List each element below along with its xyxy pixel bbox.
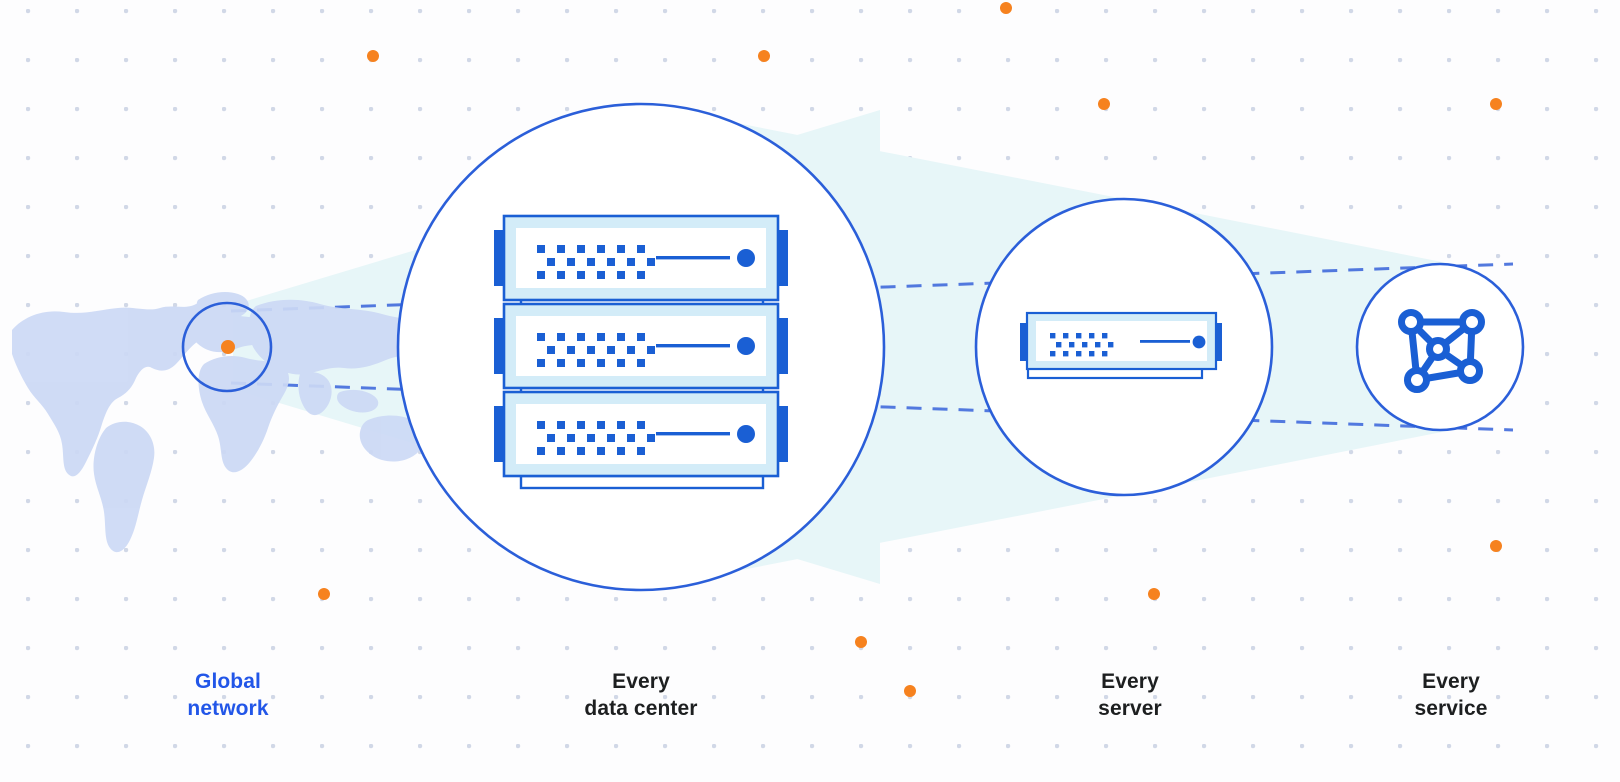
rack-unit-2: [492, 302, 790, 390]
single-server-frame: [1025, 311, 1218, 371]
node-center: [1426, 337, 1450, 361]
accent-dot: [758, 50, 770, 62]
circle-every-service: [1355, 262, 1525, 432]
accent-dot: [318, 588, 330, 600]
accent-dot: [1148, 588, 1160, 600]
label-every-server: Every server: [1098, 670, 1162, 720]
map-south-america: [93, 421, 155, 553]
map-asia: [248, 299, 440, 375]
single-server-tab-left: [1020, 323, 1033, 361]
rack-unit-1: [492, 214, 790, 302]
map-location-marker: [221, 340, 235, 354]
map-north-america: [12, 301, 233, 477]
map-africa: [198, 356, 289, 473]
single-server-lamp: [1192, 335, 1206, 349]
node-top-left: [1398, 309, 1424, 335]
dashed-guide-bottom: [230, 381, 1514, 432]
label-every-service: Every service: [1414, 670, 1488, 720]
service-mesh-edges: [1407, 318, 1476, 384]
label-global-network: Global network: [187, 670, 269, 720]
accent-dot: [904, 685, 916, 697]
rack-spacer-1: [519, 298, 765, 312]
single-server-tab-right: [1209, 323, 1222, 361]
rack-spacer-2: [519, 386, 765, 400]
accent-dot: [855, 636, 867, 648]
funnel-wedge-3: [1124, 199, 1452, 495]
rack-base: [519, 474, 765, 490]
single-server-line: [1140, 340, 1190, 343]
label-every-data-center: Every data center: [584, 670, 698, 720]
circle-every-data-center: [396, 102, 886, 592]
node-bottom-right: [1457, 358, 1483, 384]
map-alaska: [147, 309, 171, 325]
rack-unit-3: [492, 390, 790, 478]
dashed-guide-top: [230, 262, 1514, 313]
service-mesh-nodes: [1398, 309, 1485, 393]
accent-dot: [367, 50, 379, 62]
node-top-right: [1459, 309, 1485, 335]
accent-dot: [1490, 98, 1502, 110]
funnel-wedge-1: [233, 110, 880, 584]
accent-dot: [1098, 98, 1110, 110]
single-server-panel: [1036, 321, 1207, 361]
circle-every-server: [974, 197, 1274, 497]
map-southeast-asia: [337, 389, 379, 413]
map-japan: [422, 333, 441, 352]
map-greenland: [196, 292, 249, 321]
map-philippines: [442, 355, 457, 369]
funnel-wedge-2: [640, 104, 1124, 590]
accent-dot: [1000, 2, 1012, 14]
map-india: [298, 372, 332, 416]
accent-dot: [1490, 540, 1502, 552]
node-bottom-left: [1404, 367, 1430, 393]
single-server-led-matrix: [1050, 333, 1114, 357]
map-australia: [359, 415, 425, 462]
single-server-base: [1026, 364, 1204, 380]
world-map-landmasses: [12, 292, 457, 553]
